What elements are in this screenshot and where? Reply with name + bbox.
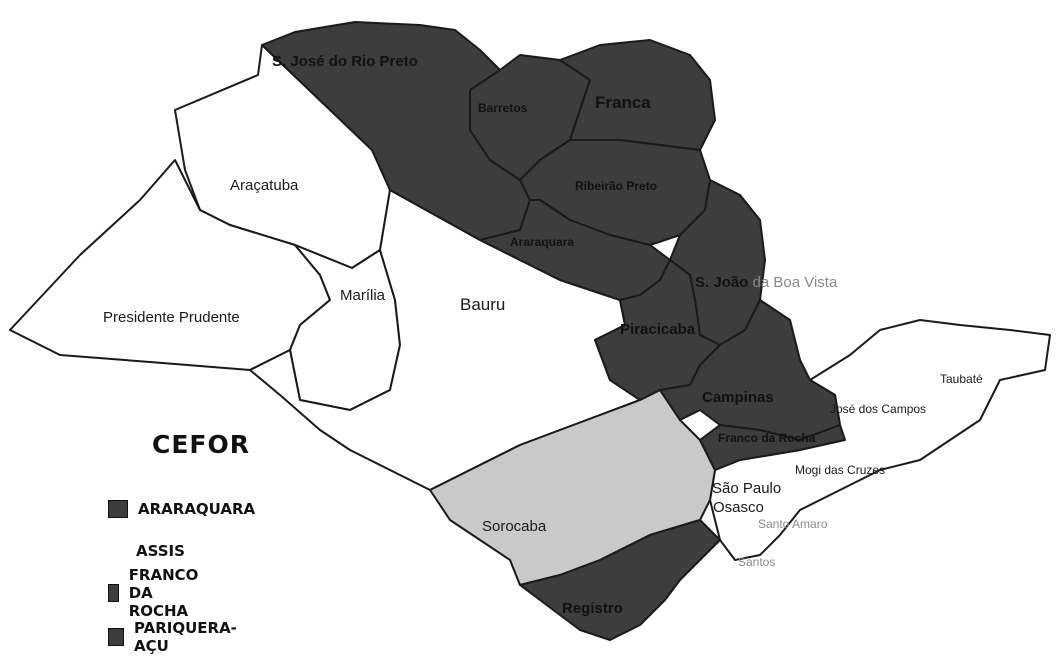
label-osasco: Osasco — [713, 499, 764, 516]
legend-item-franco-da-rocha: FRANCO DA ROCHA — [108, 566, 208, 620]
legend-title: CEFOR — [152, 430, 251, 459]
label-franca: Franca — [595, 93, 651, 112]
label-mogi-das-cruzes: Mogi das Cruzes — [795, 463, 885, 477]
label-taubate: Taubaté — [940, 372, 983, 386]
label-piracicaba-part-a: Piracica — [620, 321, 678, 338]
legend-swatch — [108, 500, 128, 518]
label-sao-jose-rio-preto: S. José do Rio Preto — [272, 53, 418, 70]
legend-item-araraquara: ARARAQUARA — [108, 498, 255, 520]
region-campinas — [659, 299, 841, 441]
label-sao-jose-campos: José dos Campos — [830, 402, 926, 416]
label-piracicaba-part-b: ba — [678, 321, 696, 338]
legend-swatch — [108, 584, 119, 602]
label-ribeirao-preto: Ribeirão Preto — [575, 179, 657, 193]
label-campinas: Campinas — [702, 389, 774, 406]
legend-item-assis: ASSIS — [108, 540, 185, 562]
legend-item-label: ARARAQUARA — [138, 500, 256, 518]
label-presidente-prudente: Presidente Prudente — [103, 309, 240, 326]
label-registro: Registro — [562, 600, 623, 617]
label-sao-paulo: São Paulo — [712, 480, 781, 497]
label-sao-joao-part-b: da Boa Vista — [748, 274, 838, 291]
label-aracatuba: Araçatuba — [230, 177, 299, 194]
region-franco-da-rocha — [699, 424, 846, 471]
legend-item-label: FRANCO DA ROCHA — [128, 566, 199, 620]
label-marilia: Marília — [340, 287, 386, 304]
label-sao-joao-boa-vista: S. João da Boa Vista — [695, 274, 838, 291]
legend-item-label: PARIQUERA-AÇU — [133, 619, 237, 655]
label-franco-da-rocha: Franco da Rocha — [718, 431, 816, 445]
label-piracicaba: Piracicaba — [620, 321, 696, 338]
label-sorocaba: Sorocaba — [482, 518, 547, 535]
legend-swatch — [108, 628, 124, 646]
region-sorocaba — [429, 389, 716, 586]
legend-item-pariquera-acu: PARIQUERA-AÇU — [108, 619, 241, 655]
label-santo-amaro: Santo Amaro — [758, 517, 828, 531]
legend-swatch-empty — [108, 543, 126, 559]
label-bauru: Bauru — [460, 295, 505, 314]
region-registro — [519, 519, 721, 641]
label-santos: Santos — [738, 555, 775, 569]
legend-item-label: ASSIS — [136, 542, 185, 560]
label-barretos: Barretos — [478, 101, 528, 115]
label-araraquara: Araraquara — [510, 235, 574, 249]
label-sao-joao-part-a: S. João — [695, 274, 748, 291]
